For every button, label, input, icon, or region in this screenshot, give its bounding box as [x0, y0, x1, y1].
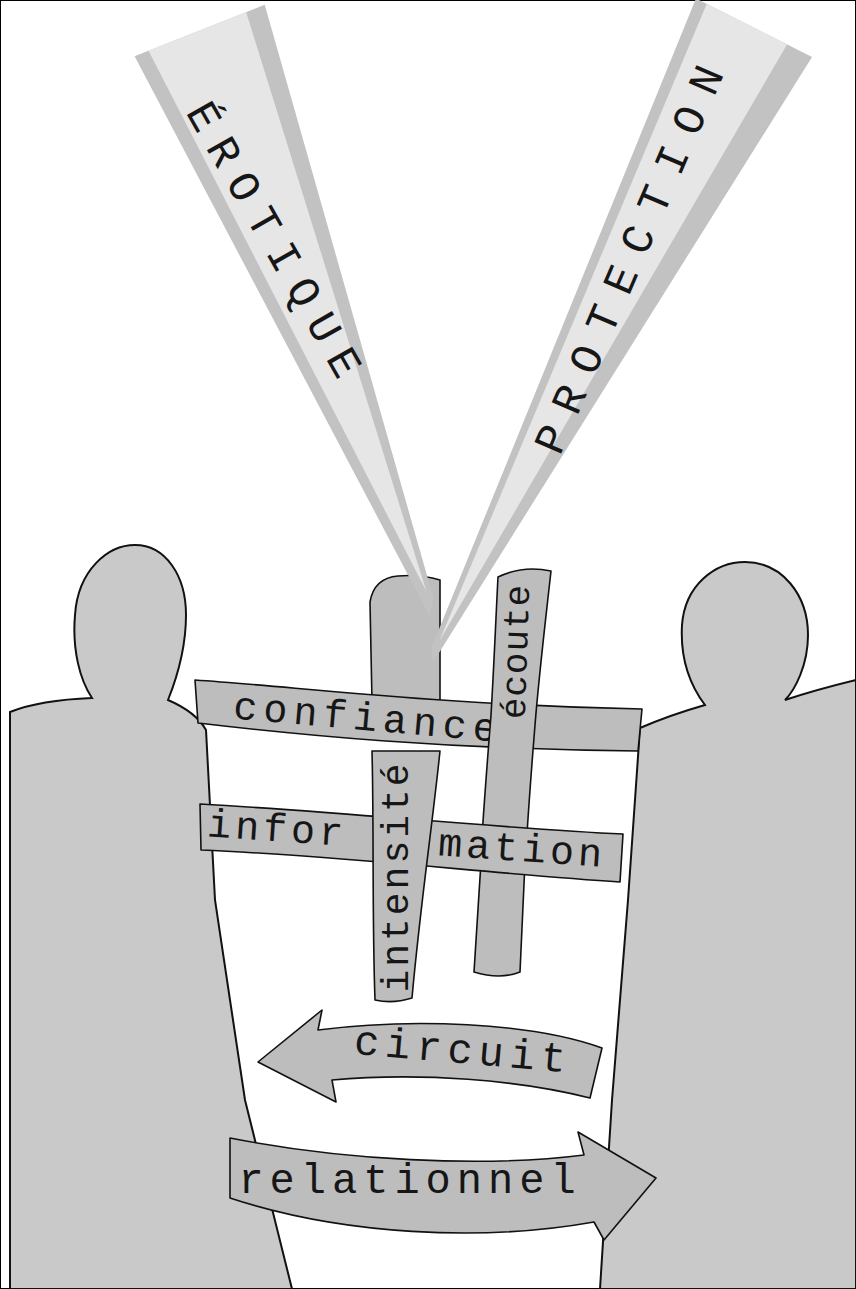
band-label: intensité [379, 760, 417, 995]
cycle-arrow: circuit [250, 1000, 610, 1110]
band-stub [474, 862, 525, 976]
band-label: relationnel [232, 1161, 581, 1203]
cycle-arrow: relationnel [222, 1110, 667, 1250]
band-outline [200, 804, 623, 882]
woven-band: intensité [360, 748, 450, 1008]
band-outline [195, 680, 642, 751]
band-label: écoute [498, 583, 539, 721]
band-label: confiance [226, 688, 504, 752]
woven-band: confiance [190, 665, 650, 760]
band-outline [397, 3, 787, 659]
band-outline [230, 1132, 656, 1240]
band-outline [258, 1010, 602, 1102]
band-outline [372, 751, 440, 1002]
band-outline [376, 0, 812, 691]
band-outline [149, 12, 469, 612]
band-label: infor [202, 806, 348, 856]
band-outline [135, 4, 497, 641]
